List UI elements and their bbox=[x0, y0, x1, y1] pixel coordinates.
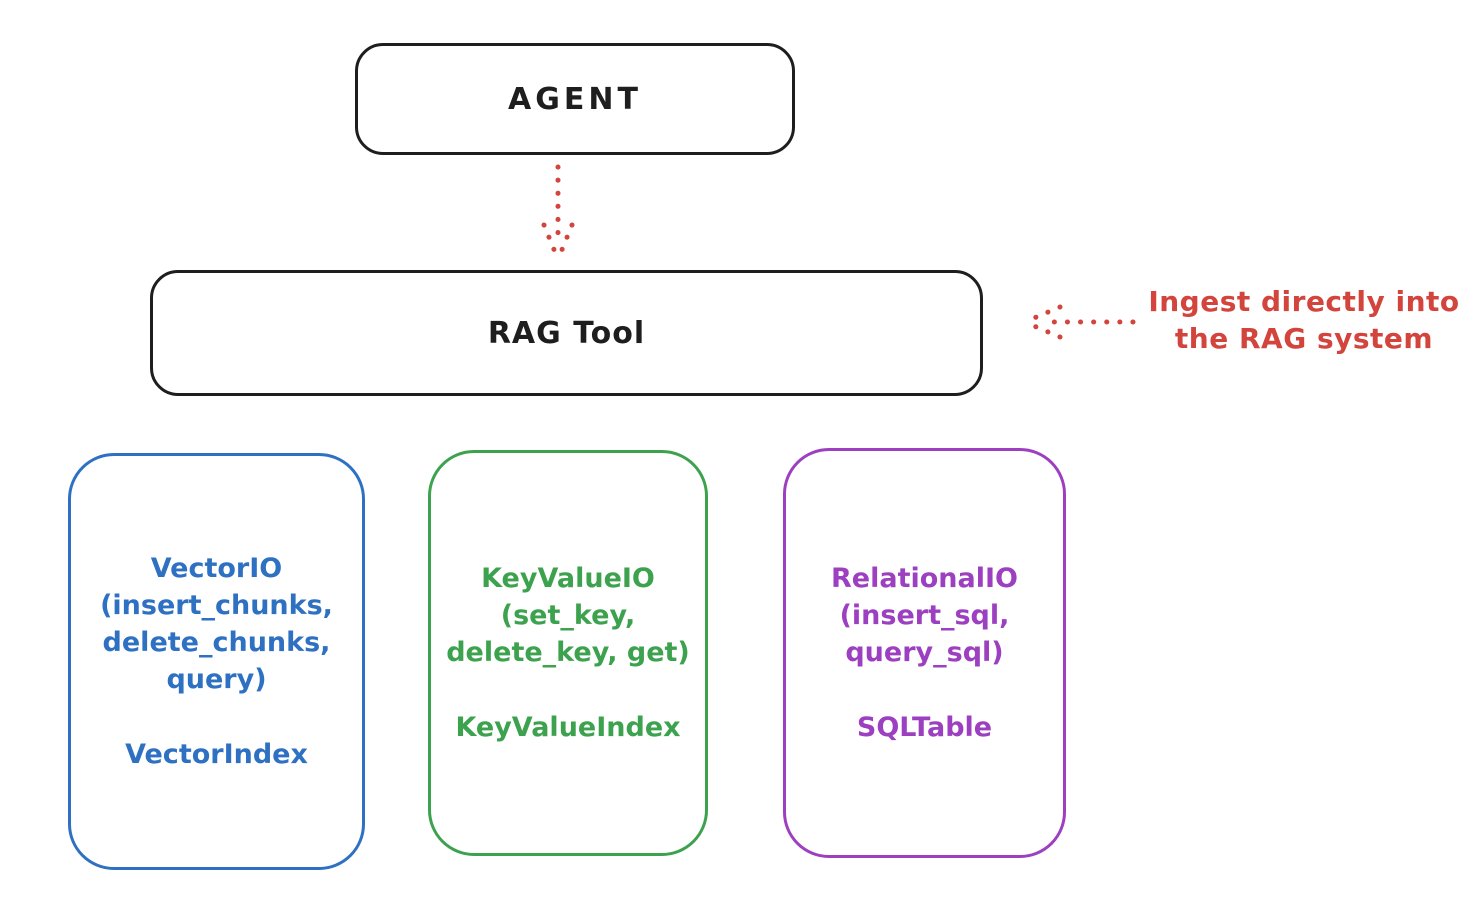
ingest-annotation: Ingest directly into the RAG system bbox=[1148, 285, 1460, 355]
vector-io-title: VectorIO (insert_chunks, delete_chunks, … bbox=[100, 553, 333, 695]
arrow-agent-to-rag-tool-icon bbox=[541, 164, 575, 260]
agent-label: AGENT bbox=[508, 81, 642, 117]
sql-table-label: SQLTable bbox=[856, 712, 993, 743]
vector-index-label: VectorIndex bbox=[125, 739, 308, 770]
arrow-ingest-into-rag-tool-icon bbox=[1024, 304, 1136, 340]
agent-box: AGENT bbox=[355, 43, 795, 155]
relational-io-box: RelationalIO (insert_sql, query_sql) SQL… bbox=[783, 448, 1066, 858]
vector-io-box: VectorIO (insert_chunks, delete_chunks, … bbox=[68, 453, 365, 870]
rag-tool-label: RAG Tool bbox=[487, 315, 646, 351]
relational-io-title: RelationalIO (insert_sql, query_sql) bbox=[831, 563, 1018, 668]
key-value-io-box: KeyValueIO (set_key, delete_key, get) Ke… bbox=[428, 450, 708, 856]
key-value-index-label: KeyValueIndex bbox=[455, 712, 681, 743]
key-value-io-title: KeyValueIO (set_key, delete_key, get) bbox=[446, 563, 690, 668]
rag-tool-box: RAG Tool bbox=[150, 270, 983, 396]
